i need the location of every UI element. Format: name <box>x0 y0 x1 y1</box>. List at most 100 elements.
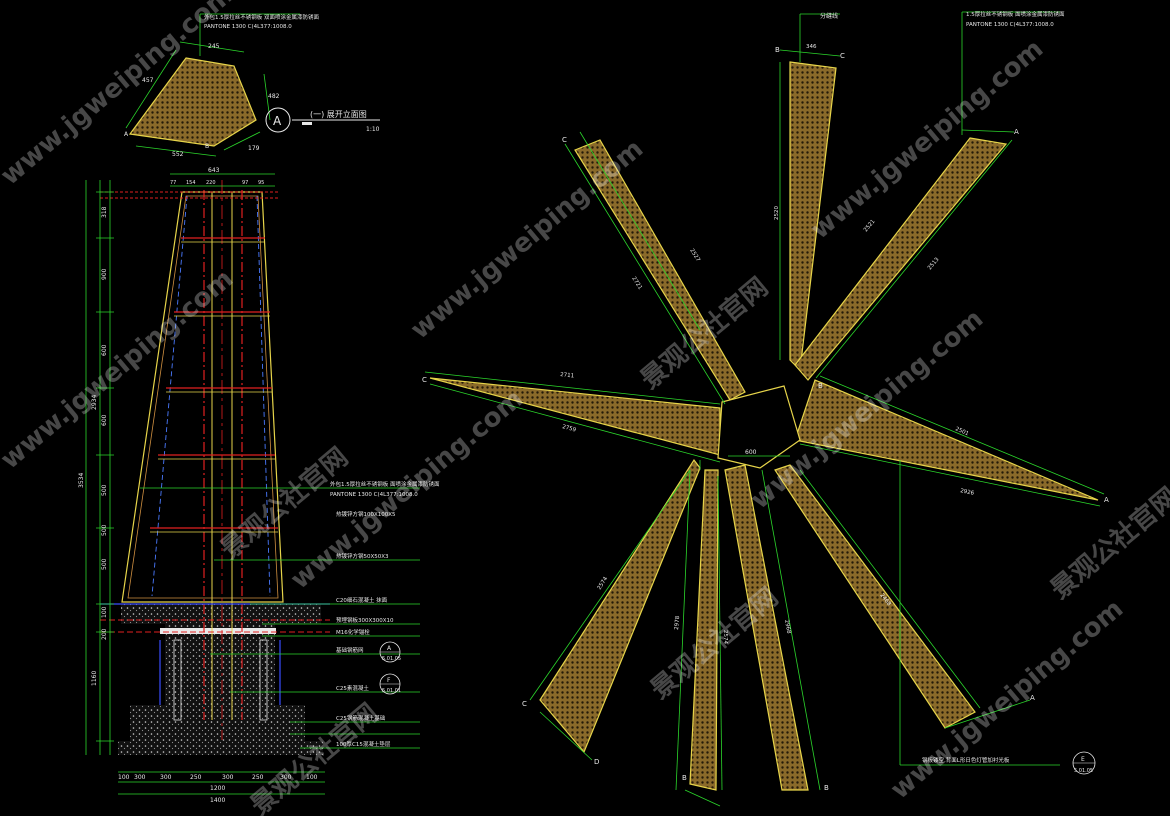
star-top-dim-1: 2520 <box>774 206 780 220</box>
detail-dim-2: 457 <box>142 77 154 84</box>
watermark-cn-2: 景观公社官网 <box>635 271 774 395</box>
star-callout-letter: E <box>1081 756 1085 763</box>
elev-left-dim-7: 2934 <box>91 395 98 410</box>
star-arm-bottom <box>689 469 719 791</box>
embedded-plate <box>160 628 276 634</box>
elev-label-8: C25素混凝土 <box>336 684 369 692</box>
elev-label-1: PANTONE 1300 C(4L377:1008.0 <box>330 492 418 498</box>
star-corner-7: B <box>818 382 823 390</box>
star-ray-dim-9: 2968 <box>783 619 791 634</box>
star-ray-dim-4: 2711 <box>560 372 575 379</box>
star-note-line1: 1.5厚拉丝不锈钢板 面喷涂金属漆防锈面 <box>966 10 1065 18</box>
star-corner-10: D <box>594 758 599 766</box>
star-bottom-note: 钢板镂空,背面L形日色灯管加衬光板 <box>922 756 1010 764</box>
elev-label-4: C20细石混凝土 抹面 <box>336 596 388 604</box>
star-top-label: 分缝线 <box>820 12 838 20</box>
star-callout-ref: 5.01.05 <box>1074 768 1093 774</box>
star-corner-9: C <box>840 52 845 60</box>
elev-label-0: 外包1.5厚拉丝不锈钢板 面喷涂金属漆防锈面 <box>330 480 440 488</box>
elev-left-dim-5: 500 <box>101 558 108 570</box>
watermark-url-4: www.jgweiping.com <box>405 134 649 345</box>
star-note-line2: PANTONE 1300 C(4L377:1008.0 <box>966 22 1054 28</box>
elev-left-dim-10: 200 <box>101 628 108 640</box>
elev-label-7: 基础钢筋网 <box>336 646 364 654</box>
star-arm-upper-left <box>574 139 746 401</box>
elev-bottom-dim-1: 300 <box>134 774 146 781</box>
elev-left-dim-8: 3534 <box>78 473 85 488</box>
star-corner-6: A <box>1030 694 1035 702</box>
elevation-section: 643 77 154 220 97 95 318 900 600 600 500… <box>78 167 440 804</box>
star-ray-dim-11: 2978 <box>674 615 681 630</box>
elev-top-dim-4: 97 <box>242 180 248 186</box>
callout-a-ref: 5.01.05 <box>382 656 401 662</box>
star-corner-5: A <box>1104 496 1109 504</box>
detail-corner-b: B <box>205 143 209 150</box>
elev-left-dim-4: 500 <box>101 484 108 496</box>
elev-label-9: C25钢筋混凝土基础 <box>336 714 386 722</box>
detail-marker-letter: A <box>273 114 282 128</box>
star-top-dim-0: 346 <box>806 44 817 50</box>
star-center-dim: 600 <box>745 449 757 456</box>
star-corner-1: C <box>422 376 427 384</box>
star-corner-0: C <box>562 136 567 144</box>
elev-label-10: 100厚C15混凝土垫层 <box>336 740 391 748</box>
elev-bottom-dim-8: 1200 <box>210 785 225 792</box>
star-ray-dim-10: 2574 <box>722 630 728 644</box>
elev-bottom-dim-0: 100 <box>118 774 130 781</box>
detail-plan: 245 457 482 552 179 A B 外包1.5厚拉丝不锈钢板 双面喷… <box>124 13 380 158</box>
star-arm-upper-right <box>794 137 1008 381</box>
star-ray-dim-6: 2501 <box>954 426 969 437</box>
elev-bottom-dim-6: 300 <box>280 774 292 781</box>
star-corner-2: C <box>522 700 527 708</box>
star-arm-right <box>794 379 1099 501</box>
elev-label-6: M16化学锚栓 <box>336 628 370 636</box>
detail-dim-5: 179 <box>248 145 260 152</box>
elev-left-dim-0: 318 <box>101 206 108 218</box>
elev-left-dim-2: 600 <box>101 344 108 356</box>
star-arm-bottom-right <box>724 464 809 791</box>
star-corner-11: B <box>682 774 687 782</box>
elev-left-dim-6: 500 <box>101 524 108 536</box>
detail-plan-pentagon <box>128 57 257 147</box>
elev-label-3: 热镀锌方钢100X100X5 <box>336 510 396 518</box>
elev-bottom-dim-5: 250 <box>252 774 264 781</box>
star-ray-dim-2: 2521 <box>863 219 877 234</box>
cushion-layer <box>118 741 323 755</box>
elev-bottom-dim-2: 300 <box>160 774 172 781</box>
elev-top-dim-3: 220 <box>206 180 216 186</box>
star-ray-dim-0: 2527 <box>688 248 701 263</box>
detail-scale: 1:10 <box>366 126 380 133</box>
footing-base <box>130 705 305 741</box>
star-ray-dim-3: 2513 <box>927 256 941 271</box>
detail-note-line2: PANTONE 1300 C(4L377:1008.0 <box>204 24 292 30</box>
star-plan: 分缝线 1.5厚拉丝不锈钢板 面喷涂金属漆防锈面 PANTONE 1300 C(… <box>422 10 1109 807</box>
detail-note-line1: 外包1.5厚拉丝不锈钢板 双面喷涂金属漆防锈面 <box>204 13 319 21</box>
star-corner-3: B <box>775 46 780 54</box>
star-center-pentagon <box>717 385 801 469</box>
elev-left-dim-11: 1160 <box>91 671 98 686</box>
star-ray-dim-1: 2721 <box>630 276 643 291</box>
elev-bottom-dim-3: 250 <box>190 774 202 781</box>
detail-marker-circle <box>265 107 291 133</box>
elev-top-dim-0: 643 <box>208 167 220 174</box>
elev-bottom-dim-9: 1400 <box>210 797 225 804</box>
elev-left-dim-1: 900 <box>101 268 108 280</box>
star-corner-8: B <box>824 784 829 792</box>
star-arm-lower-left <box>539 458 701 754</box>
pillar-cross-members <box>150 237 278 529</box>
detail-dim-1: 245 <box>208 43 220 50</box>
elev-left-dim-9: 100 <box>101 606 108 618</box>
detail-dim-3: 482 <box>268 93 280 100</box>
watermark-url-2: www.jgweiping.com <box>0 264 239 475</box>
detail-title: (一) 展开立面图 <box>310 109 367 119</box>
star-arm-lower-right <box>774 464 976 729</box>
callout-f-letter: F <box>387 677 391 684</box>
star-dimension-lines <box>424 11 1105 807</box>
elev-label-5: 预埋钢板300X300X10 <box>336 616 394 624</box>
callout-a-letter: A <box>387 645 392 652</box>
detail-corner-a: A <box>124 131 129 138</box>
detail-dim-4: 552 <box>172 151 184 158</box>
callout-f-ref: 5.01.01 <box>382 688 401 694</box>
elev-bottom-dim-4: 300 <box>222 774 234 781</box>
